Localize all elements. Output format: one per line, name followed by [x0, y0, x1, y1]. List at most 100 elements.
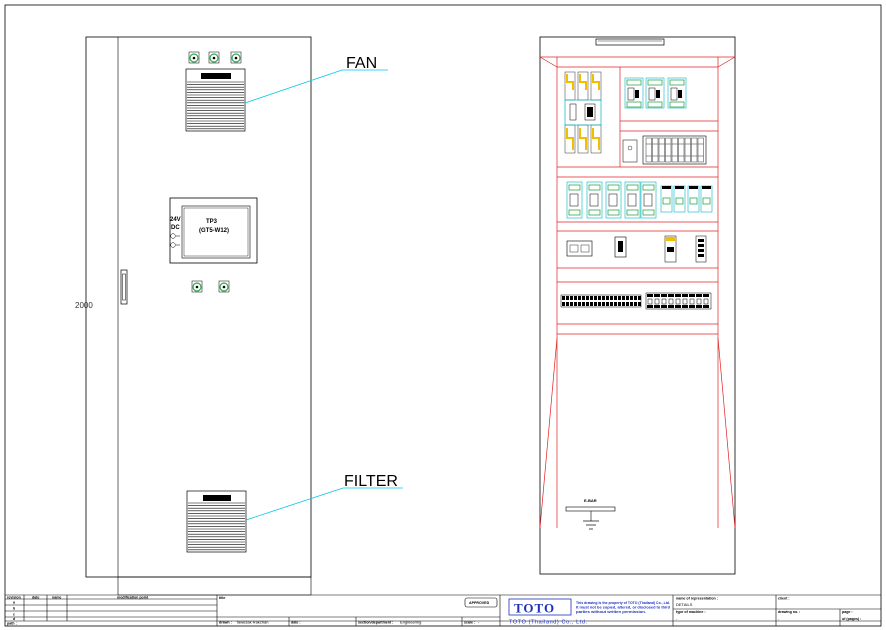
- pilot-lamp-icon: [191, 280, 203, 293]
- terminal-screw: [647, 294, 653, 297]
- main-switch: [564, 99, 602, 126]
- relay-small-top: [662, 186, 671, 189]
- sheets-label: of (pages) :: [842, 617, 861, 621]
- breaker-wire: [592, 74, 600, 90]
- terminal-screw: [647, 305, 653, 308]
- plc-module: [697, 137, 704, 163]
- mcb-terminal: [647, 101, 663, 108]
- terminal-screw: [602, 296, 605, 300]
- relay-unit: [566, 181, 583, 219]
- path-label: path :: [7, 622, 17, 626]
- relay-terminal: [568, 209, 581, 216]
- date-label: date :: [291, 621, 301, 625]
- mcb-body: [648, 87, 656, 101]
- terminal-screw: [618, 296, 621, 300]
- terminal-slot: [675, 298, 681, 305]
- plc-module: [684, 137, 691, 163]
- relay-terminal: [626, 184, 639, 191]
- earth-bar-label: E-BAR: [584, 498, 597, 503]
- breaker-wire: [592, 128, 600, 150]
- approved-stamp-box: [464, 597, 498, 608]
- mcb-terminal: [626, 79, 642, 86]
- door-handle-grip: [122, 273, 126, 301]
- revision-row-d: d: [13, 617, 15, 621]
- hmi-panel: TP3 (GT5-W12) 24V DC: [169, 197, 258, 264]
- mcb-body: [627, 87, 635, 101]
- confidential-note-3: parties without written permission.: [576, 610, 646, 614]
- mcb-unit: [667, 77, 687, 109]
- confidential-note-2: It must not be copied, altered, or discl…: [576, 606, 670, 610]
- terminal-screw: [598, 302, 601, 306]
- terminal-screw: [696, 305, 702, 308]
- terminal-screw: [590, 302, 593, 306]
- terminal-screw: [682, 305, 688, 308]
- date-head: date: [32, 596, 39, 600]
- terminal-slot: [682, 298, 688, 305]
- drawing-no-label: drawing no. :: [778, 610, 800, 614]
- terminal-screw: [682, 294, 688, 297]
- confidential-note: This drawing is the property of TOTO (Th…: [576, 601, 670, 605]
- main-breakers: [564, 71, 602, 154]
- section-label: section/department :: [358, 621, 393, 625]
- terminal-strip: [560, 294, 642, 308]
- terminal-slot: [703, 298, 709, 305]
- terminal-slot: [647, 298, 653, 305]
- breaker-wire: [566, 74, 574, 90]
- terminal-screw: [610, 302, 613, 306]
- relay-terminal: [588, 209, 601, 216]
- terminal-screw: [578, 296, 581, 300]
- fan-label: FAN: [346, 55, 377, 72]
- hmi-power: 24V: [170, 217, 181, 223]
- plc-module: [665, 137, 672, 163]
- pilot-lamp-icon: [188, 51, 200, 64]
- relay-body: [569, 193, 579, 207]
- relay-unit: [586, 181, 603, 219]
- pilot-lamp-icon: [218, 280, 230, 293]
- relay-row: [566, 181, 713, 219]
- terminal-screw: [594, 296, 597, 300]
- relay-small-top: [675, 186, 684, 189]
- terminal-screw: [689, 294, 695, 297]
- terminal-strip: [645, 292, 712, 310]
- terminal-screw: [634, 296, 637, 300]
- mcb-terminal: [669, 101, 685, 108]
- plc-module: [652, 137, 659, 163]
- terminal-screw: [614, 302, 617, 306]
- main-switch-handle: [569, 103, 577, 121]
- scale-label: scale :: [464, 621, 475, 625]
- terminal-screw: [594, 302, 597, 306]
- title-block: [5, 594, 881, 626]
- breaker-wire: [579, 128, 587, 150]
- terminal-screw: [618, 302, 621, 306]
- pilot-lamp-icon: [208, 51, 220, 64]
- title-label: title: [219, 596, 225, 600]
- terminal-screw: [668, 305, 674, 308]
- interior-view: E-BAR: [539, 36, 736, 575]
- pilot-lamps-top: [188, 51, 242, 64]
- terminal-screw: [606, 302, 609, 306]
- drawn-label: drawn :: [219, 621, 232, 625]
- relay-small-coil: [662, 197, 671, 205]
- terminal-screw: [638, 296, 641, 300]
- company-logo: TOTO: [514, 601, 555, 616]
- client-label: client :: [778, 597, 790, 601]
- terminal-screw: [661, 305, 667, 308]
- breaker-wire: [579, 74, 587, 90]
- terminal-slot: [689, 298, 695, 305]
- terminal-screw: [654, 294, 660, 297]
- company-logo-box: [508, 598, 572, 616]
- fan-grille: [185, 68, 246, 132]
- plc-rack: [622, 135, 707, 165]
- terminal-screw: [634, 302, 637, 306]
- terminal-screw: [638, 302, 641, 306]
- terminal-screw: [562, 296, 565, 300]
- terminal-screw: [570, 302, 573, 306]
- main-switch-lever: [587, 107, 593, 117]
- title-block-text: revision date name modification point a …: [7, 596, 861, 626]
- terminal-screw: [562, 302, 565, 306]
- terminal-screw: [566, 296, 569, 300]
- revision-row-b: b: [13, 607, 16, 611]
- terminal-screw: [578, 302, 581, 306]
- mcb-lever: [656, 90, 660, 98]
